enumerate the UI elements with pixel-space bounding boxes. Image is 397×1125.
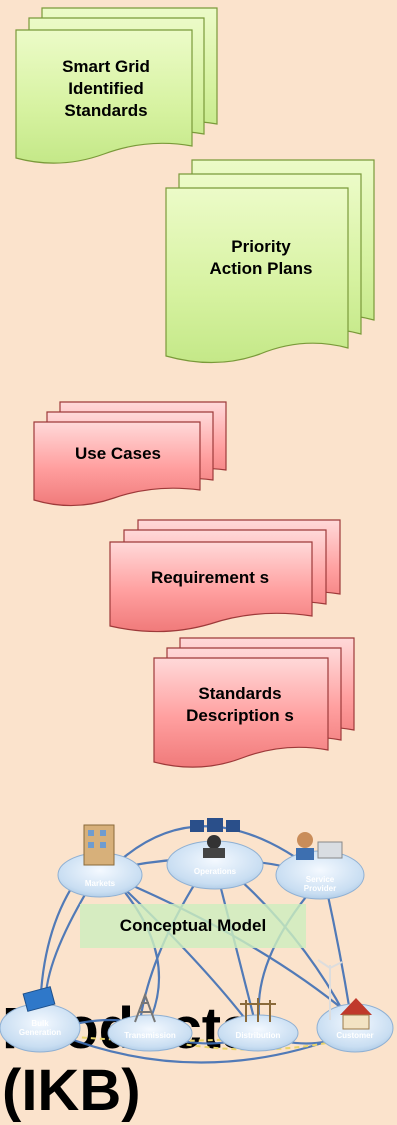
document-stack-shape <box>153 637 355 768</box>
distribution-node: Distribution <box>217 998 299 1052</box>
requirements-label: Requirement s <box>150 568 270 587</box>
document-stack-shape <box>165 159 375 364</box>
smart-grid-standards-stack: Smart Grid Identified Standards <box>12 6 222 186</box>
worker-icon <box>297 832 313 848</box>
power-tower-icon <box>134 992 156 1023</box>
distribution-caption: Distribution <box>236 1031 281 1040</box>
operations-node: Operations <box>166 818 264 890</box>
customer-caption: Customer <box>336 1031 373 1040</box>
document-stack-shape <box>109 519 341 633</box>
customer-node: Customer <box>316 959 394 1053</box>
transmission-node: Transmission <box>107 992 193 1052</box>
utility-pole-icon <box>240 998 276 1022</box>
ikb-heading: (IKB) <box>2 1058 141 1123</box>
markets-node: Markets <box>57 824 143 898</box>
standards-descriptions-label: Standards Description s <box>186 684 294 725</box>
requirements-stack: Requirement s <box>106 518 346 633</box>
priority-action-plans-stack: Priority Action Plans <box>162 158 377 373</box>
document-stack-shape <box>33 401 227 507</box>
use-cases-stack: Use Cases <box>30 400 230 510</box>
house-icon <box>340 998 372 1015</box>
monitor-icon <box>190 820 204 832</box>
wind-turbine-icon <box>317 959 343 1020</box>
smart-grid-standards-label: Smart Grid Identified Standards <box>62 57 150 120</box>
priority-action-plans-label: Priority Action Plans <box>209 237 313 278</box>
truck-icon <box>317 841 343 859</box>
standards-descriptions-stack: Standards Description s <box>150 636 360 771</box>
document-stack-shape <box>15 7 218 164</box>
solar-panel-icon <box>22 986 56 1012</box>
operator-icon <box>207 835 221 849</box>
markets-caption: Markets <box>85 879 116 888</box>
operations-caption: Operations <box>194 867 237 876</box>
transmission-caption: Transmission <box>124 1031 176 1040</box>
conceptual-model-label: Conceptual Model <box>80 904 306 948</box>
use-cases-label: Use Cases <box>74 444 161 463</box>
